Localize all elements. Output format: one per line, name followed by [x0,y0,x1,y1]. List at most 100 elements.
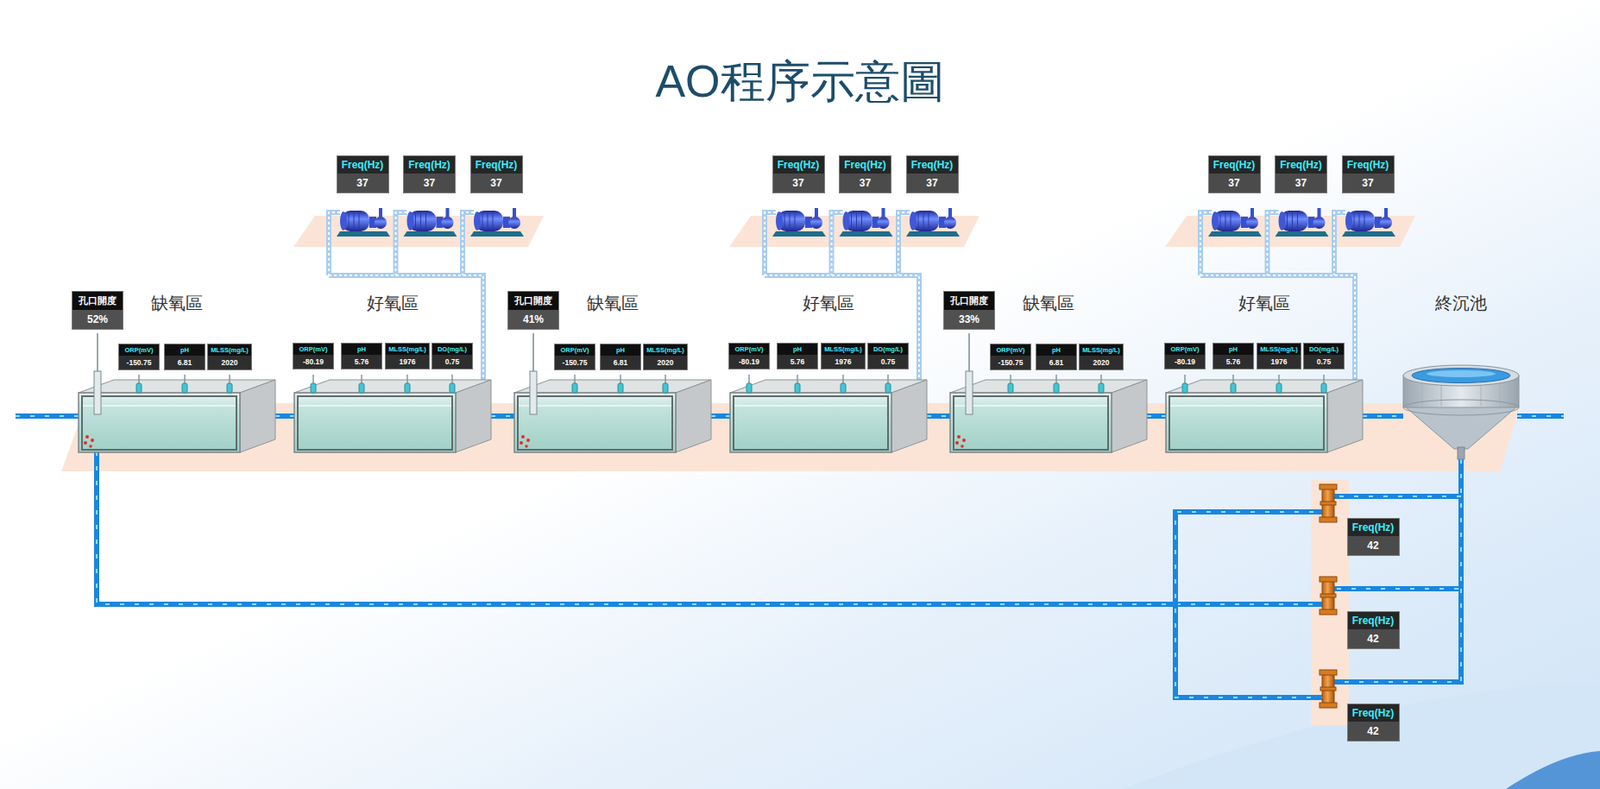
readout-value: 33% [944,309,995,329]
tank-zone: 缺氧區 [78,379,276,453]
tank-zone: 缺氧區 [950,379,1147,453]
readout-header: Freq(Hz) [1275,156,1327,174]
sensor-readout: pH5.76 [340,342,383,370]
freq-readout: Freq(Hz)37 [403,155,456,194]
sensor-probe [662,374,668,393]
sensor-probe [1276,374,1282,393]
readout-header: Freq(Hz) [337,156,389,174]
diagram-title: AO程序示意圖 [0,51,1600,113]
pipe-connector [711,415,731,417]
freq-readout: Freq(Hz)42 [1347,703,1400,742]
readout-value: 1976 [385,354,429,369]
readout-value: 1976 [821,354,865,369]
zone-label: 終沉池 [1385,291,1537,315]
readout-header: Freq(Hz) [1348,518,1399,536]
gate-probe [519,333,537,448]
freq-readout: Freq(Hz)37 [336,155,390,194]
blower [1208,207,1262,237]
anoxic-tank [78,379,276,453]
readout-header: Freq(Hz) [773,156,825,174]
sensor-probe [310,374,316,393]
freq-readout: Freq(Hz)37 [1274,155,1328,194]
sensor-probe [572,374,578,393]
sensor-readout: ORP(mV)-150.75 [554,343,596,371]
readout-value: -150.75 [990,355,1031,370]
readout-header: pH [600,344,641,356]
freq-readout: Freq(Hz)37 [470,155,523,194]
readout-value: 42 [1348,535,1399,555]
pipe-segment [1362,413,1404,419]
gate-readout: 孔口開度33% [943,290,996,330]
sensor-readout: MLSS(mg/L)2020 [207,343,252,371]
pipe-connector [1146,415,1166,417]
pipe-segment [926,415,951,417]
clarifier-zone: 終沉池 [1403,362,1519,460]
pipe-connector [96,452,1462,605]
blower [906,207,960,237]
readout-header: Freq(Hz) [1209,156,1260,174]
pipe-segment [926,413,951,419]
pipe-segment [275,415,295,417]
sensor-probe [359,374,365,393]
sensor-probe [182,374,188,393]
readout-header: Freq(Hz) [839,156,891,174]
return-branch-pipes [1175,496,1462,698]
readout-value: -80.19 [729,354,769,369]
tank-zone: 缺氧區 [514,379,712,453]
pipe-segment [275,413,295,419]
readout-value: 2020 [207,355,252,370]
pipe-segment [96,452,1462,605]
pipe-connector [926,415,951,417]
sensor-readout: ORP(mV)-80.19 [292,342,334,370]
readout-value: 37 [1209,173,1260,193]
readout-value: 37 [1275,173,1327,193]
readout-value: 37 [839,173,891,193]
sensor-probe [1182,374,1188,393]
sensor-probe [885,374,891,393]
sensor-probe [794,374,800,393]
readout-value: -80.19 [1165,354,1205,369]
zone-label: 好氧區 [277,291,509,315]
readout-header: 孔口開度 [508,291,559,310]
freq-readout: Freq(Hz)37 [772,155,826,194]
sensor-readout: ORP(mV)-150.75 [118,343,160,371]
zone-label: 缺氧區 [497,291,729,315]
blower [403,207,458,237]
sensor-readout: MLSS(mg/L)1976 [384,342,430,370]
sensor-probe [746,374,752,393]
tank-zone: 好氧區 [1165,379,1363,453]
sensor-probe [449,374,455,393]
tank-zone: 好氧區 [730,379,927,453]
readout-value: 1976 [1257,354,1301,369]
readout-value: 5.76 [777,354,818,369]
readout-value: 5.76 [341,354,382,369]
readout-value: 37 [403,173,455,193]
readout-header: Freq(Hz) [471,156,523,174]
readout-value: 5.76 [1213,354,1254,369]
readout-header: ORP(mV) [1165,343,1205,355]
readout-value: 6.81 [164,355,205,370]
readout-value: 37 [907,173,958,193]
sensor-probe [617,374,624,393]
sensor-readout: ORP(mV)-150.75 [989,343,1032,371]
anoxic-tank [950,379,1147,453]
readout-header: pH [341,343,382,355]
aerobic-tank [730,379,927,453]
blower [772,207,826,237]
corner-arc [1505,750,1600,789]
readout-header: MLSS(mg/L) [385,343,429,355]
readout-header: MLSS(mg/L) [821,343,865,355]
readout-header: ORP(mV) [990,344,1031,356]
readout-header: ORP(mV) [729,343,769,355]
sensor-readout: MLSS(mg/L)2020 [642,343,688,371]
readout-header: MLSS(mg/L) [1257,343,1301,355]
freq-readout: Freq(Hz)37 [1341,155,1395,194]
sensor-readout: DO(mg/L)0.75 [431,342,473,370]
pipe-segment [491,413,515,419]
readout-value: 2020 [643,355,687,370]
pipe-segment [711,413,731,419]
pipe-connector [1362,415,1404,417]
readout-header: Freq(Hz) [907,156,958,174]
